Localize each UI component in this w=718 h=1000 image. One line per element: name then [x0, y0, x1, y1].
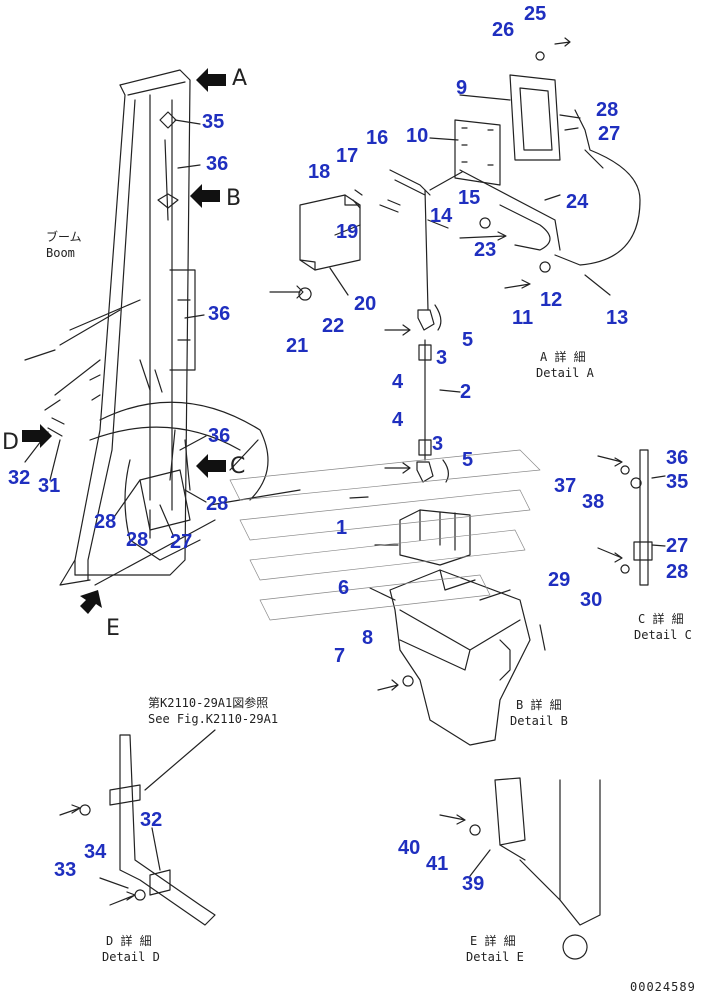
callout-2: 2	[460, 381, 472, 403]
view-arrows	[22, 68, 226, 614]
callout-32-boom: 32	[8, 467, 31, 489]
callout-26: 26	[492, 19, 515, 41]
callout-12: 12	[540, 289, 563, 311]
view-letter-e: E	[106, 616, 120, 641]
callout-3-upper: 3	[436, 347, 448, 369]
callout-17: 17	[336, 145, 359, 167]
callout-35-c: 35	[666, 471, 689, 493]
detail-b-drawing	[369, 509, 546, 746]
callout-4-lower: 4	[392, 409, 404, 431]
reference-jp: 第K2110-29A1図参照	[148, 696, 269, 710]
cable-assembly	[349, 304, 461, 499]
callout-32-d: 32	[140, 809, 163, 831]
callout-3-lower: 3	[432, 433, 444, 455]
view-c-arrow	[196, 454, 226, 478]
view-letter-d: D	[2, 430, 19, 455]
view-e-arrow	[80, 590, 102, 614]
callout-41: 41	[426, 853, 449, 875]
reference-en: See Fig.K2110-29A1	[148, 712, 279, 726]
callout-39: 39	[462, 873, 485, 895]
callout-28-c: 28	[666, 561, 689, 583]
callout-38: 38	[582, 491, 605, 513]
callout-4-upper: 4	[392, 371, 404, 393]
view-letter-b: B	[226, 186, 242, 211]
callout-36-boom-top: 36	[206, 153, 229, 175]
callout-16: 16	[366, 127, 389, 149]
callout-40: 40	[398, 837, 421, 859]
callout-28-boom-left: 28	[94, 511, 117, 533]
callout-5-upper: 5	[462, 329, 474, 351]
callout-5-lower: 5	[462, 449, 474, 471]
callout-20: 20	[354, 293, 377, 315]
detail-d-en: Detail D	[102, 950, 160, 964]
callout-13: 13	[606, 307, 629, 329]
drawing-code: 00024589	[630, 980, 696, 994]
detail-b-jp: B 詳 細	[516, 698, 562, 712]
callout-29: 29	[548, 569, 571, 591]
boom-label-jp: ブーム	[46, 230, 82, 244]
callout-33: 33	[54, 859, 77, 881]
callout-27-boom: 27	[170, 531, 193, 553]
detail-a-en: Detail A	[536, 366, 594, 380]
callout-28-boom-mid: 28	[126, 529, 149, 551]
callout-36-c: 36	[666, 447, 689, 469]
detail-d-jp: D 詳 細	[106, 934, 152, 948]
callout-9: 9	[456, 77, 468, 99]
detail-d-drawing	[59, 729, 216, 926]
detail-e-en: Detail E	[466, 950, 524, 964]
view-d-arrow	[22, 424, 52, 448]
callout-7: 7	[334, 645, 346, 667]
detail-c-jp: C 詳 細	[638, 612, 684, 626]
detail-e-drawing	[439, 777, 601, 960]
callout-25: 25	[524, 3, 547, 25]
callout-30: 30	[580, 589, 603, 611]
callout-36-boom-mid: 36	[208, 303, 231, 325]
detail-c-en: Detail C	[634, 628, 692, 642]
boom-structure	[24, 69, 301, 586]
detail-a-drawing	[269, 37, 641, 331]
callout-27-a: 27	[598, 123, 621, 145]
view-a-arrow	[196, 68, 226, 92]
callout-11: 11	[512, 307, 534, 329]
callout-24: 24	[566, 191, 589, 213]
callout-18: 18	[308, 161, 331, 183]
callout-22: 22	[322, 315, 345, 337]
callout-15: 15	[458, 187, 481, 209]
callout-1: 1	[336, 517, 348, 539]
detail-a-jp: A 詳 細	[540, 350, 586, 364]
detail-b-en: Detail B	[510, 714, 568, 728]
callout-35-boom: 35	[202, 111, 225, 133]
watermark	[229, 449, 541, 621]
detail-c-drawing	[597, 449, 666, 586]
callout-37: 37	[554, 475, 577, 497]
detail-e-jp: E 詳 細	[470, 934, 516, 948]
callout-27-c: 27	[666, 535, 689, 557]
callout-28-boom-right: 28	[206, 493, 229, 515]
view-b-arrow	[190, 184, 220, 208]
callout-19: 19	[336, 221, 359, 243]
callout-31: 31	[38, 475, 61, 497]
callout-34: 34	[84, 841, 107, 863]
callout-8: 8	[362, 627, 374, 649]
boom-label-en: Boom	[46, 246, 75, 260]
callout-21: 21	[286, 335, 309, 357]
view-letter-c: C	[230, 454, 246, 479]
view-letter-a: A	[232, 66, 248, 91]
callout-10: 10	[406, 125, 429, 147]
callout-36-boom-low: 36	[208, 425, 231, 447]
callout-6: 6	[338, 577, 350, 599]
callout-28-a: 28	[596, 99, 619, 121]
callout-14: 14	[430, 205, 453, 227]
callout-23: 23	[474, 239, 497, 261]
